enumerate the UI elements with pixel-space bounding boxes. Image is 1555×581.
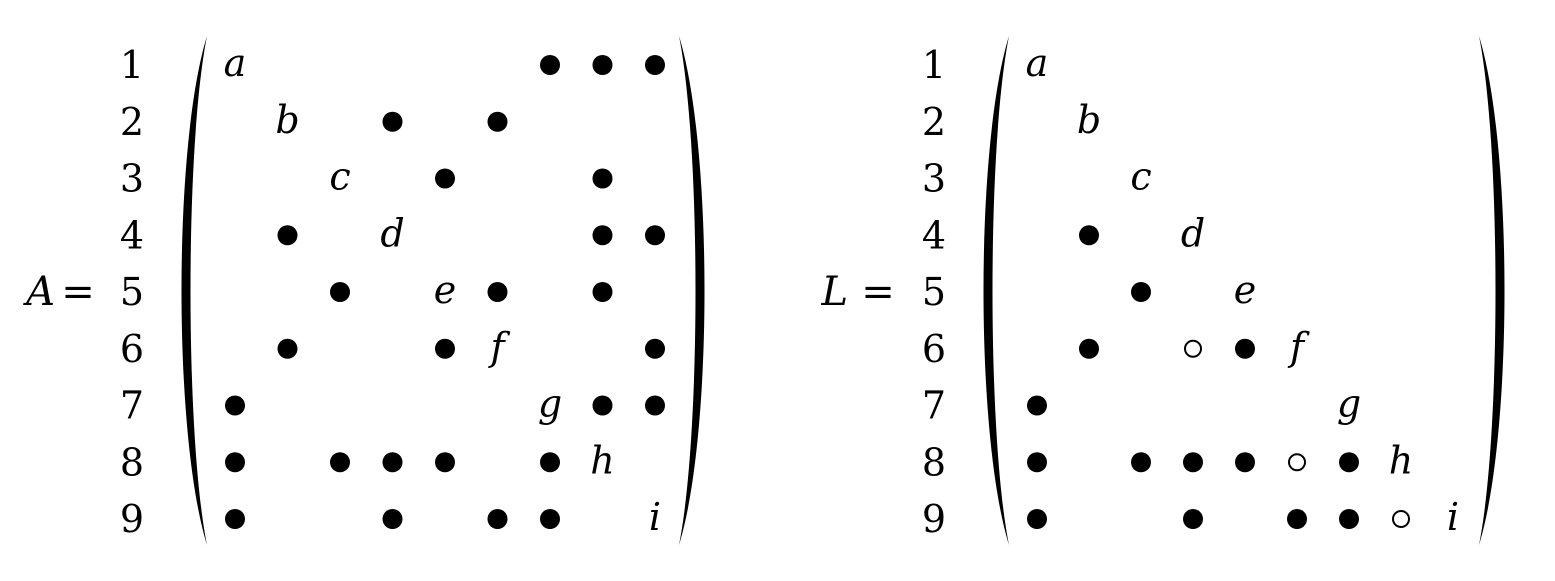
nonzero-marker-a-r8-c3 xyxy=(330,452,350,473)
row-label-a-1: 1 xyxy=(120,43,144,87)
row-label-l-6: 6 xyxy=(922,327,946,371)
row-label-l-4: 4 xyxy=(922,213,946,257)
diagonal-label-a-b: b xyxy=(275,98,299,142)
row-label-a-3: 3 xyxy=(120,157,144,201)
diagonal-label-a-c: c xyxy=(329,155,350,199)
nonzero-marker-a-r6-c5 xyxy=(435,338,455,359)
nonzero-marker-a-r4-c8 xyxy=(592,225,613,246)
equals-sign-l: = xyxy=(861,269,895,315)
nonzero-marker-a-r3-c8 xyxy=(592,168,613,189)
left-paren-a xyxy=(181,36,207,545)
diagonal-label-a-e: e xyxy=(434,268,457,312)
nonzero-marker-a-r2-c4 xyxy=(382,111,403,132)
nonzero-marker-a-r8-c1 xyxy=(225,452,245,473)
nonzero-marker-l-r6-c5 xyxy=(1235,338,1255,359)
diagonal-label-l-g: g xyxy=(1337,382,1361,426)
nonzero-marker-a-r6-c9 xyxy=(645,338,665,359)
nonzero-marker-l-r8-c5 xyxy=(1235,452,1255,473)
row-label-a-5: 5 xyxy=(120,270,144,314)
nonzero-marker-a-r5-c6 xyxy=(487,282,508,302)
fill-in-marker-l-r9-c8 xyxy=(1392,510,1410,528)
right-paren-l xyxy=(1479,36,1505,545)
nonzero-marker-a-r5-c3 xyxy=(330,282,350,302)
diagonal-label-l-e: e xyxy=(1234,268,1257,312)
diagonal-label-l-c: c xyxy=(1130,155,1151,199)
row-label-a-7: 7 xyxy=(120,384,144,428)
diagonal-label-a-h: h xyxy=(590,438,614,482)
nonzero-marker-a-r1-c8 xyxy=(592,55,613,75)
diagonal-label-l-i: i xyxy=(1447,495,1459,539)
nonzero-marker-a-r5-c8 xyxy=(592,282,613,302)
nonzero-marker-a-r9-c6 xyxy=(487,509,508,529)
row-label-l-1: 1 xyxy=(922,43,946,87)
nonzero-marker-a-r9-c1 xyxy=(225,509,245,529)
nonzero-marker-a-r2-c6 xyxy=(487,111,508,132)
row-label-a-2: 2 xyxy=(120,100,144,144)
nonzero-marker-a-r4-c2 xyxy=(277,225,298,246)
nonzero-marker-l-r9-c7 xyxy=(1339,509,1359,529)
row-label-l-8: 8 xyxy=(922,440,946,484)
row-label-a-9: 9 xyxy=(120,497,144,541)
fill-in-marker-l-r8-c6 xyxy=(1288,453,1306,472)
row-label-a-4: 4 xyxy=(120,213,144,257)
matrix-name-l: L xyxy=(820,269,848,315)
row-label-l-5: 5 xyxy=(922,270,946,314)
equals-sign-a: = xyxy=(61,269,95,315)
nonzero-marker-a-r4-c9 xyxy=(645,225,665,246)
nonzero-marker-a-r8-c7 xyxy=(540,452,560,473)
nonzero-marker-l-r8-c7 xyxy=(1339,452,1359,473)
left-paren-l xyxy=(983,36,1009,545)
nonzero-marker-a-r3-c5 xyxy=(435,168,455,189)
fill-in-marker-l-r6-c4 xyxy=(1184,339,1202,358)
row-label-a-8: 8 xyxy=(120,440,144,484)
row-label-a-6: 6 xyxy=(120,327,144,371)
nonzero-marker-a-r9-c4 xyxy=(382,509,403,529)
row-label-l-9: 9 xyxy=(922,497,946,541)
nonzero-marker-l-r9-c1 xyxy=(1027,509,1047,529)
nonzero-marker-a-r8-c5 xyxy=(435,452,455,473)
diagonal-label-l-f: f xyxy=(1287,325,1310,369)
nonzero-marker-a-r7-c1 xyxy=(225,395,245,416)
nonzero-marker-a-r6-c2 xyxy=(277,338,298,359)
nonzero-marker-a-r9-c7 xyxy=(540,509,560,529)
nonzero-marker-a-r1-c9 xyxy=(645,55,665,75)
diagonal-label-a-f: f xyxy=(487,325,510,369)
diagonal-label-l-d: d xyxy=(1181,211,1205,255)
nonzero-marker-l-r9-c4 xyxy=(1183,509,1203,529)
diagonal-label-l-b: b xyxy=(1077,98,1101,142)
diagonal-label-a-g: g xyxy=(538,382,562,426)
nonzero-marker-a-r8-c4 xyxy=(382,452,403,473)
nonzero-marker-l-r7-c1 xyxy=(1027,395,1047,416)
nonzero-marker-l-r8-c3 xyxy=(1131,452,1151,473)
nonzero-marker-l-r8-c4 xyxy=(1183,452,1203,473)
nonzero-marker-a-r1-c7 xyxy=(540,55,560,75)
nonzero-marker-l-r8-c1 xyxy=(1027,452,1047,473)
row-label-l-7: 7 xyxy=(922,384,946,428)
diagonal-label-l-h: h xyxy=(1389,438,1413,482)
diagonal-label-a-d: d xyxy=(380,211,404,255)
diagonal-label-a-i: i xyxy=(649,495,661,539)
right-paren-a xyxy=(679,36,705,545)
diagonal-label-a-a: a xyxy=(224,41,247,85)
nonzero-marker-l-r5-c3 xyxy=(1131,282,1151,302)
nonzero-marker-a-r7-c8 xyxy=(592,395,613,416)
nonzero-marker-l-r6-c2 xyxy=(1079,338,1099,359)
diagonal-label-l-a: a xyxy=(1026,41,1049,85)
matrix-name-a: A xyxy=(22,269,55,315)
nonzero-marker-l-r4-c2 xyxy=(1079,225,1099,246)
nonzero-marker-l-r9-c6 xyxy=(1287,509,1307,529)
row-label-l-3: 3 xyxy=(922,157,946,201)
nonzero-marker-a-r7-c9 xyxy=(645,395,665,416)
row-label-l-2: 2 xyxy=(922,100,946,144)
